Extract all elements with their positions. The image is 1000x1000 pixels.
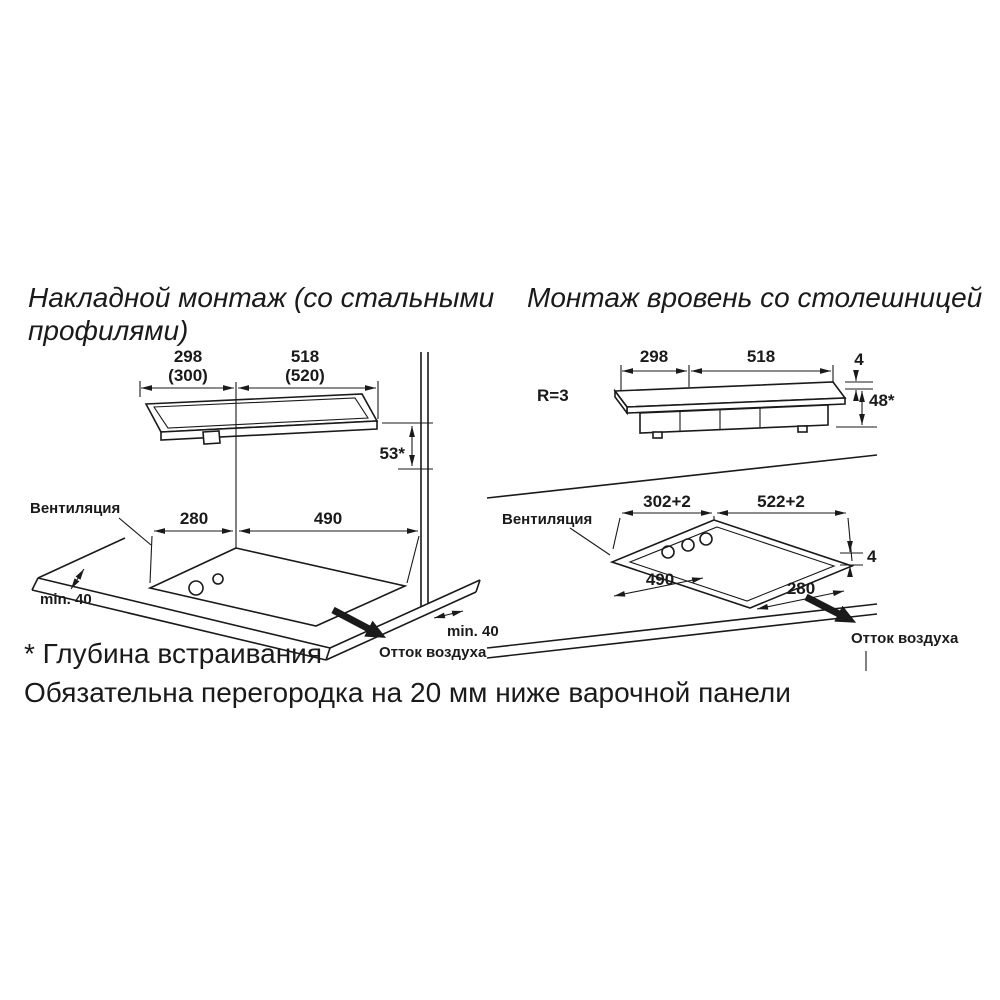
- dim-cutout-large: 490: [239, 509, 420, 584]
- dim-min-clearance-left: min. 40: [40, 568, 92, 608]
- dim-4-step-label: 4: [867, 547, 877, 566]
- vent-hole-icon: [681, 538, 695, 552]
- dim-flush-width-large: 518: [688, 347, 834, 387]
- vent-hole-icon: [188, 580, 204, 596]
- dim-520-label: (520): [285, 366, 325, 385]
- ventilation-leader: [569, 527, 611, 556]
- dim-298-label: 298: [640, 347, 668, 366]
- flush-cooktop-side-view: [613, 381, 847, 439]
- dim-302-label: 302+2: [643, 492, 691, 511]
- worktop-back-edge: [486, 454, 878, 499]
- left-diagram-title: Накладной монтаж (со стальными профилями…: [28, 281, 494, 347]
- dim-490-label: 490: [314, 509, 342, 528]
- dim-518-label: 518: [291, 347, 319, 366]
- dim-flush-depth: 48*: [836, 391, 895, 428]
- rebate-outline: [609, 519, 855, 609]
- dim-inner-small: 280: [756, 579, 845, 610]
- dim-300-label: (300): [168, 366, 208, 385]
- dim-cutout-small: 280: [149, 509, 233, 584]
- ventilation-label: Вентиляция: [502, 511, 592, 528]
- dim-flush-cutout-large: 522+2: [713, 492, 853, 562]
- min-40-left-label: min. 40: [40, 591, 92, 608]
- vent-hole-icon: [661, 545, 675, 559]
- dim-518-label: 518: [747, 347, 775, 366]
- ventilation-label: Вентиляция: [30, 500, 120, 517]
- dim-48-label: 48*: [869, 391, 895, 410]
- dim-step-depth: 4: [840, 541, 877, 577]
- wall-line: [420, 352, 429, 607]
- flush-mount-diagram: R=3 298 518: [486, 347, 959, 671]
- dim-built-in-depth: 53*: [379, 422, 433, 470]
- dim-53-label: 53*: [379, 444, 405, 463]
- dim-280-label: 280: [787, 579, 815, 598]
- footnote-built-in-depth: * Глубина встраивания: [24, 638, 322, 669]
- left-title-line2: профилями): [28, 315, 189, 347]
- air-outflow-label: Отток воздуха: [379, 644, 487, 661]
- dim-522-label: 522+2: [757, 492, 805, 511]
- cooktop-rim: [153, 397, 369, 429]
- clamp-icon: [652, 431, 663, 439]
- air-outflow-arrow-icon: [804, 593, 857, 623]
- cooktop-surface-view: [144, 393, 379, 445]
- air-outflow-label: Отток воздуха: [851, 630, 959, 647]
- surface-mount-diagram: 298 (300) 518 (520): [30, 347, 499, 661]
- vent-hole-icon: [212, 573, 224, 585]
- glass-left-edge: [614, 388, 628, 416]
- flush-cutout-view: Вентиляция 302+2 522+2: [486, 454, 959, 671]
- cutout-hole: [628, 526, 836, 602]
- left-title-line1: Накладной монтаж (со стальными: [28, 282, 495, 313]
- worktop-front-edge: [486, 603, 878, 649]
- air-outflow-arrow-icon: [331, 606, 387, 638]
- right-diagram-title: Монтаж вровень со столешницей: [527, 282, 983, 313]
- radius-label: R=3: [537, 386, 569, 405]
- dim-inner-large: 490: [613, 570, 704, 597]
- ventilation-leader: [118, 517, 152, 546]
- footnote-partition: Обязательна перегородка на 20 мм ниже ва…: [24, 677, 791, 708]
- dim-cooktop-width-small: 298 (300): [139, 347, 234, 397]
- cooktop-connection-box: [202, 430, 221, 445]
- min-40-right-label: min. 40: [447, 623, 499, 640]
- vent-hole-icon: [699, 532, 713, 546]
- cooktop-body: [639, 404, 829, 434]
- dim-4-label: 4: [854, 350, 864, 369]
- dim-flush-cutout-small: 302+2: [612, 492, 712, 550]
- clamp-icon: [797, 425, 808, 433]
- surface-mount-cutout-view: Вентиляция 280 490: [30, 500, 499, 661]
- worktop-edges: [31, 537, 481, 661]
- dim-298-label: 298: [174, 347, 202, 366]
- cutout-hole: [147, 547, 408, 627]
- dim-glass-thickness: 4: [845, 350, 873, 401]
- dim-flush-width-small: 298: [620, 347, 687, 391]
- dim-min-clearance-right: min. 40: [433, 610, 499, 640]
- dim-cooktop-width-large: 518 (520): [238, 347, 379, 419]
- worktop-front-thickness: [486, 613, 878, 659]
- dim-280-label: 280: [180, 509, 208, 528]
